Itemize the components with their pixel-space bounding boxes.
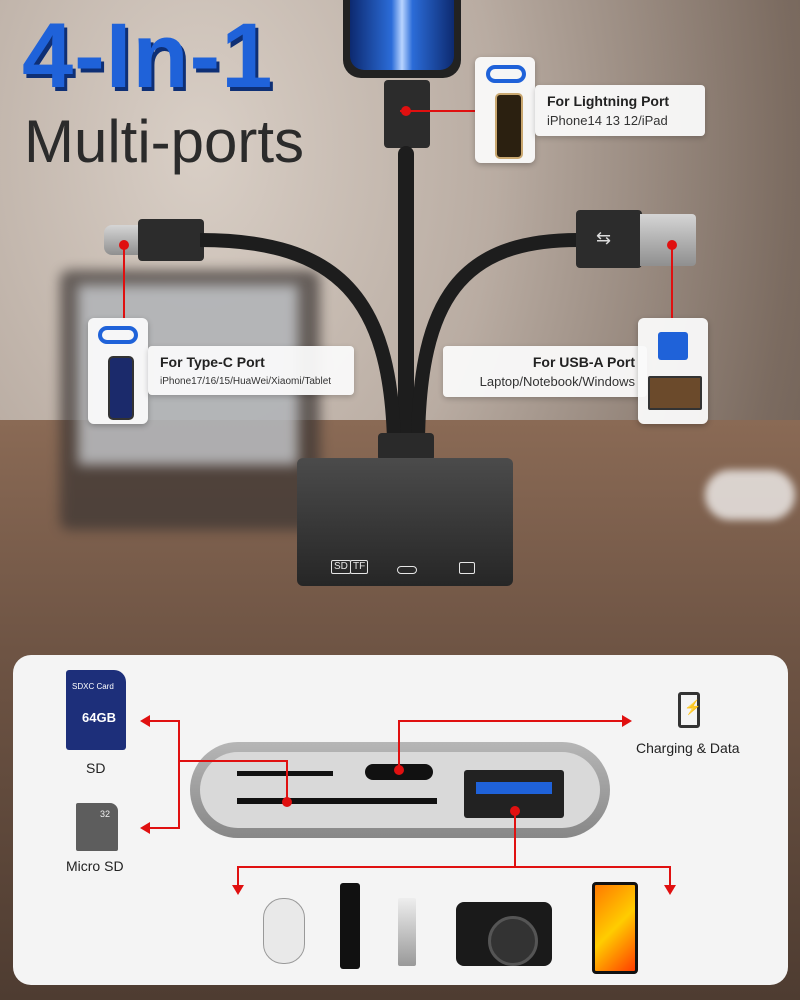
usba-desc: Laptop/Notebook/Windows [479, 374, 635, 389]
charging-label: Charging & Data [636, 740, 740, 756]
sd-card-text: SDXC Card [72, 682, 114, 691]
camera-icon [459, 562, 475, 574]
typec-title: For Type-C Port [160, 354, 265, 370]
usba-slot-dot [510, 806, 520, 816]
cable-curves [199, 233, 579, 441]
lightning-cable [398, 146, 414, 436]
arrow-to-microsd [140, 822, 150, 834]
usb-symbol-icon: ⇆ [596, 228, 612, 248]
microsd-card-icon: 32 [76, 803, 118, 851]
sd-slot-icon: SD [331, 560, 351, 574]
typec-desc: iPhone17/16/15/HuaWei/Xiaomi/Tablet [160, 376, 332, 387]
lightning-pointer-line [400, 110, 475, 112]
route-sd-slot-v [286, 760, 288, 800]
sd-card-capacity: 64GB [82, 710, 116, 725]
battery-charging-icon: ⚡ [678, 692, 702, 728]
microsd-card-capacity: 32 [100, 809, 111, 819]
usba-pointer-dot [667, 240, 677, 250]
typec-connector [138, 219, 204, 261]
subheadline: Multi-ports [24, 108, 305, 175]
route-sd-h [150, 720, 180, 722]
usba-connector [576, 210, 642, 268]
mouse-blur [705, 470, 795, 520]
usba-icon-card [638, 318, 708, 424]
tf-slot-dot [282, 797, 292, 807]
route-devices-right-v [669, 866, 671, 886]
camera-device-icon [456, 902, 552, 966]
arrow-devices-right [664, 885, 676, 895]
route-devices-h [237, 866, 671, 868]
bolt-icon: ⚡ [684, 699, 702, 715]
usb-drive-icon [398, 898, 416, 966]
sd-label: SD [86, 760, 106, 776]
route-left-v [178, 720, 180, 828]
typec-pointer-dot [119, 240, 129, 250]
typec-port-icon [98, 326, 138, 344]
lightning-title: For Lightning Port [547, 93, 670, 109]
usba-port-icon [658, 332, 688, 360]
camera-lens [488, 916, 538, 966]
lightning-port-icon [486, 65, 526, 83]
usba-title: For USB-A Port [532, 354, 635, 370]
arrow-to-charging [622, 715, 632, 727]
typec-label: For Type-C Port iPhone17/16/15/HuaWei/Xi… [148, 346, 354, 395]
tf-slot-icon: TF [350, 560, 369, 574]
sd-slot [237, 771, 333, 776]
iphone-icon [495, 93, 523, 159]
remote-icon [340, 883, 360, 969]
typec-pointer-line [123, 245, 125, 320]
lightning-desc: iPhone14 13 12/iPad [547, 113, 668, 128]
route-microsd-h [150, 827, 180, 829]
usba-slot-insert [476, 782, 552, 794]
mouse-icon [263, 898, 305, 964]
phone-icon [592, 882, 638, 974]
route-sd-slot-h [178, 760, 288, 762]
route-usbc-h [398, 720, 623, 722]
route-usbc-v [398, 720, 400, 770]
usba-slot [464, 770, 564, 818]
microsd-label: Micro SD [66, 858, 124, 874]
android-phone-icon [108, 356, 134, 420]
typec-icon-card [88, 318, 148, 424]
arrow-to-sd [140, 715, 150, 727]
usba-pointer-line [671, 245, 673, 320]
hub-body [297, 458, 513, 586]
arrow-devices-left [232, 885, 244, 895]
hub-neck [378, 433, 434, 461]
sd-card-icon: SDXC Card 64GB [66, 670, 126, 750]
laptop-icon [648, 376, 702, 410]
tf-slot [237, 798, 437, 804]
phone-screen [350, 0, 454, 70]
usbc-slot-dot [394, 765, 404, 775]
usb-c-icon [397, 566, 417, 574]
headline: 4-In-1 [22, 5, 274, 107]
lightning-pointer-dot [401, 106, 411, 116]
lightning-label: For Lightning Port iPhone14 13 12/iPad [535, 85, 705, 136]
lightning-icon-card [475, 57, 535, 163]
route-devices-left-v [237, 866, 239, 886]
route-usba-v [514, 812, 516, 866]
usba-label: For USB-A Port Laptop/Notebook/Windows [443, 346, 647, 397]
